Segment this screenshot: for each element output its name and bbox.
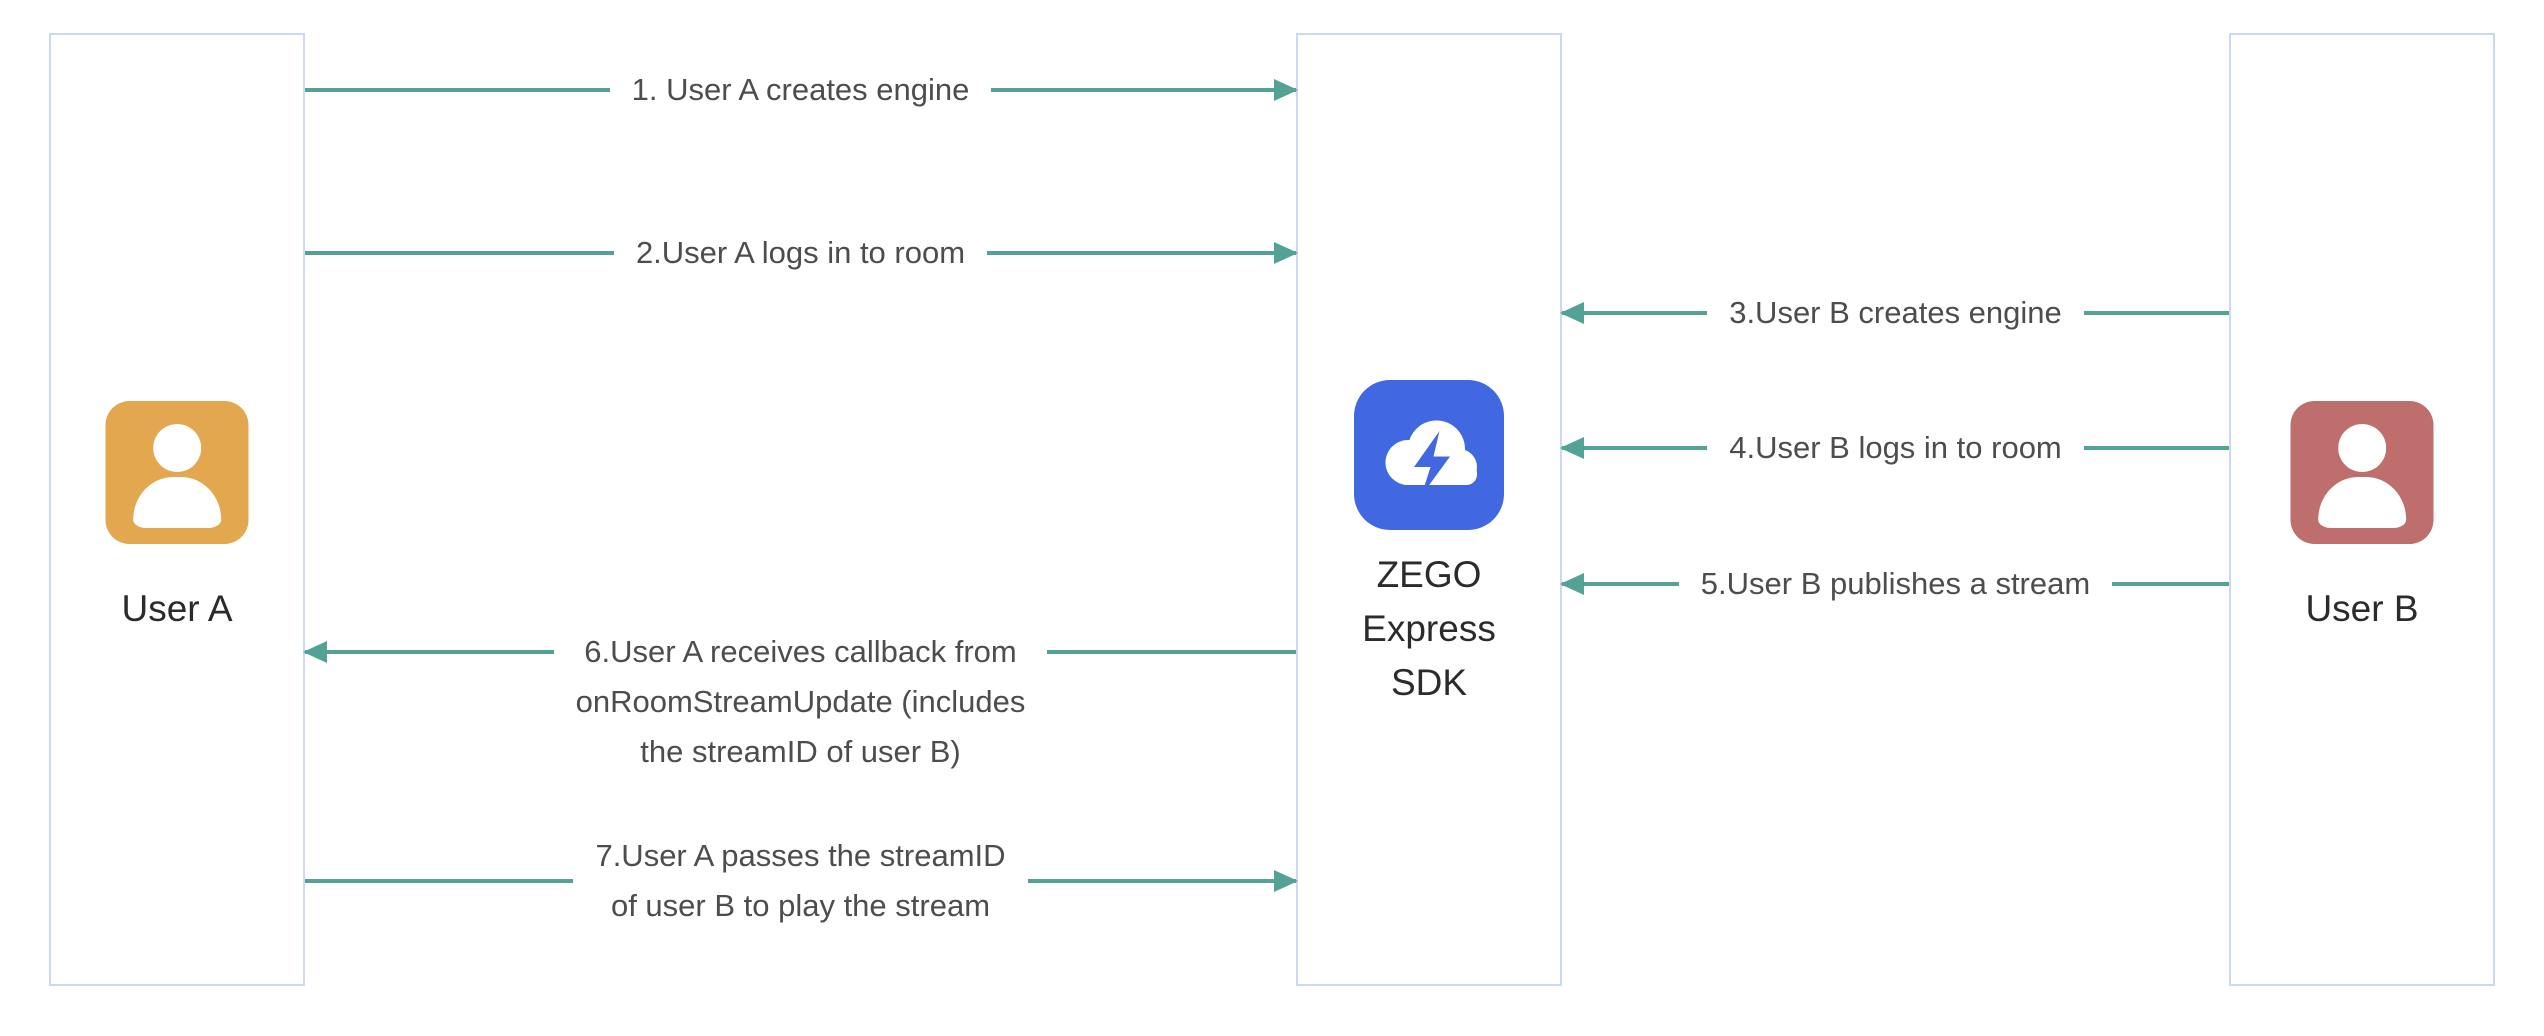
arrow-2-label: 2.User A logs in to room — [305, 228, 1296, 278]
lane-sdk: ZEGO Express SDK — [1296, 33, 1562, 986]
arrowhead-right-icon — [1274, 870, 1298, 892]
arrowhead-right-icon — [1274, 242, 1298, 264]
cloud-lightning-icon — [1354, 380, 1504, 530]
arrow-3-label: 3.User B creates engine — [1562, 288, 2229, 338]
lane-user-b: User B — [2229, 33, 2495, 986]
arrowhead-left-icon — [1560, 437, 1584, 459]
arrowhead-left-icon — [1560, 573, 1584, 595]
person-icon — [106, 401, 249, 544]
sdk-label: ZEGO Express SDK — [1362, 554, 1496, 703]
user-a-label: User A — [121, 588, 233, 629]
arrowhead-right-icon — [1274, 79, 1298, 101]
arrow-5-label: 5.User B publishes a stream — [1562, 559, 2229, 609]
arrow-6-label: 6.User A receives callback from onRoomSt… — [305, 627, 1296, 777]
lane-user-a: User A — [49, 33, 305, 986]
user-b-avatar — [2290, 401, 2434, 544]
user-a-avatar — [105, 401, 249, 544]
person-icon — [2291, 401, 2434, 544]
arrow-7-label: 7.User A passes the streamID of user B t… — [305, 831, 1296, 931]
arrow-4-label: 4.User B logs in to room — [1562, 423, 2229, 473]
arrowhead-left-icon — [303, 641, 327, 663]
arrow-1-label: 1. User A creates engine — [305, 65, 1296, 115]
arrowhead-left-icon — [1560, 302, 1584, 324]
user-b-label: User B — [2305, 588, 2419, 629]
